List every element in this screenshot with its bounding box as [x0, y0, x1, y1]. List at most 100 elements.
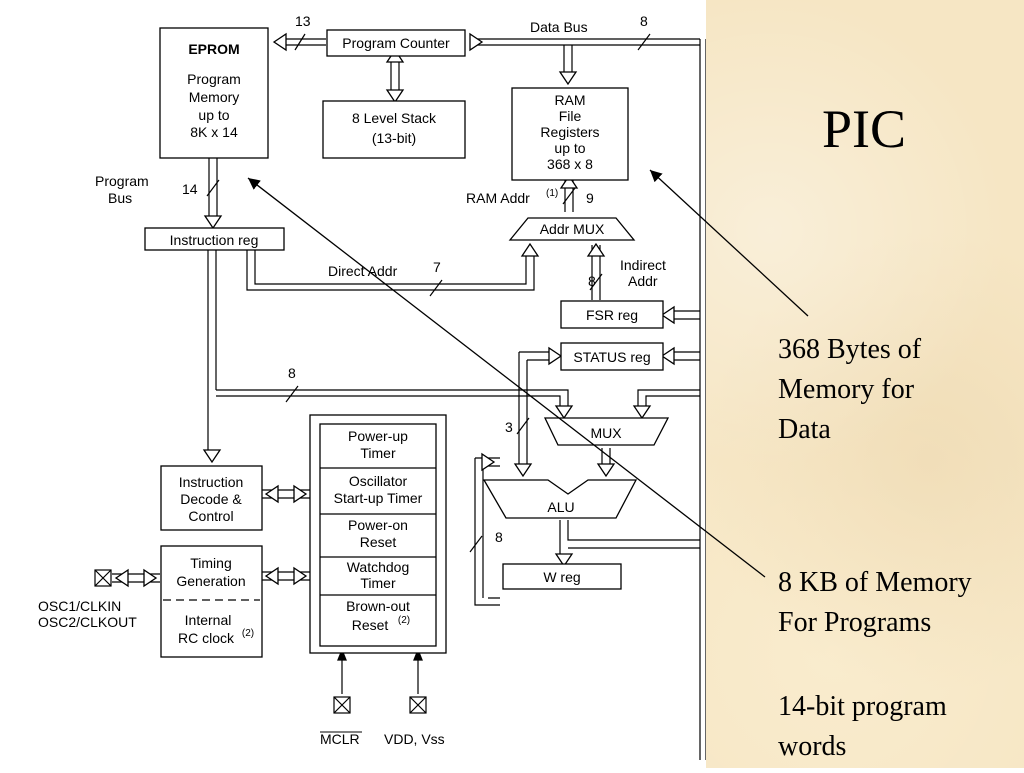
eprom-title: EPROM	[188, 41, 239, 57]
timer-line: Reset	[360, 534, 397, 550]
tick-w	[469, 535, 483, 553]
ram-addr-label: RAM Addr	[466, 190, 530, 206]
eprom-line: 8K x 14	[190, 124, 238, 140]
stack-line: 8 Level Stack	[352, 110, 437, 126]
addr-mux-label: Addr MUX	[540, 221, 605, 237]
timer-line: Power-up	[348, 428, 408, 444]
tick-data-bus	[637, 33, 651, 51]
program-counter-label: Program Counter	[342, 35, 450, 51]
note-data-memory: 368 Bytes of Memory for Data	[778, 334, 922, 445]
eprom-line: Memory	[189, 89, 240, 105]
pin-arrows	[337, 648, 423, 661]
arrow-vdd	[413, 648, 423, 661]
ir-to-decode	[207, 250, 217, 455]
arrow-ir	[203, 215, 223, 230]
arrow-decode	[202, 449, 222, 464]
arrow-pc	[469, 32, 484, 52]
ir-to-mux-bus	[216, 389, 569, 412]
timer-line: Brown-out	[346, 598, 410, 614]
ram-addr-width: 9	[586, 190, 594, 206]
program-bus-line	[208, 158, 218, 218]
pin-lines	[341, 655, 419, 694]
direct-addr-label: Direct Addr	[328, 263, 398, 279]
w-out	[488, 597, 500, 606]
timer-line: Watchdog	[347, 559, 410, 575]
arrow-status	[660, 346, 675, 366]
arrow-osc-right	[143, 568, 158, 588]
ram-line: File	[559, 108, 582, 124]
pc-stack-bus	[390, 56, 400, 96]
arrow-mclr	[337, 648, 347, 661]
timing-sup: (2)	[242, 628, 254, 639]
timer-line: Oscillator	[349, 473, 408, 489]
ram-box	[511, 87, 629, 181]
arrow-timing-left	[264, 566, 279, 586]
ir-mux-width: 8	[288, 365, 296, 381]
arrow-stack-down	[385, 89, 405, 104]
ram-line: up to	[554, 140, 585, 156]
arrow-status-in	[548, 346, 563, 366]
timing-line: Timing	[190, 555, 232, 571]
tick-program-bus	[206, 179, 220, 197]
program-bus-width: 14	[182, 181, 198, 197]
arrow-alu-a	[513, 463, 533, 478]
bus-to-ram	[563, 45, 573, 72]
arrow-alu-left	[481, 452, 496, 472]
arrow-mux-a	[554, 405, 574, 420]
osc-pin-label: OSC1/CLKIN	[38, 598, 121, 614]
note-program-memory: 8 KB of Memory For Programs	[778, 567, 972, 638]
timer-sup: (2)	[398, 615, 410, 626]
arrow-decode-left	[264, 484, 279, 504]
arrow-timers-right	[293, 484, 308, 504]
arrow-fsr	[660, 305, 675, 325]
eprom-box	[159, 27, 269, 159]
alu-label: ALU	[547, 499, 574, 515]
w-width: 8	[495, 529, 503, 545]
mux-label: MUX	[590, 425, 622, 441]
data-bus-label: Data Bus	[530, 19, 588, 35]
tick-pc	[294, 33, 306, 51]
data-bus-line	[472, 38, 700, 46]
timer-line: Power-on	[348, 517, 408, 533]
decode-box	[160, 465, 263, 531]
arrow-osc-left	[114, 568, 129, 588]
timer-line: Reset	[352, 617, 389, 633]
decode-line: Decode &	[180, 491, 242, 507]
pins	[94, 569, 427, 714]
arrow-addr-mux	[520, 242, 540, 257]
arrow-eprom	[272, 32, 287, 52]
eprom-line: up to	[198, 107, 229, 123]
direct-addr-width: 7	[433, 259, 441, 275]
program-bus-label: Program	[95, 173, 149, 189]
power-pins-label: VDD, Vss	[384, 731, 445, 747]
timing-box	[160, 545, 263, 658]
osc-pin-label: OSC2/CLKOUT	[38, 614, 137, 630]
timing-line: Generation	[176, 573, 245, 589]
ram-title: RAM	[554, 92, 585, 108]
arrow-indirect	[586, 242, 606, 257]
pc-to-eprom-bus	[285, 38, 326, 46]
osc-bus	[112, 573, 160, 583]
status-reg-label: STATUS reg	[573, 349, 650, 365]
fsr-reg-label: FSR reg	[586, 307, 638, 323]
status-width: 3	[505, 419, 513, 435]
program-bus-label: Bus	[108, 190, 132, 206]
indirect-addr-label: Indirect	[620, 257, 666, 273]
tick-ir-mux	[285, 385, 299, 403]
mclr-pin-x	[333, 696, 351, 714]
data-bus-width: 8	[640, 13, 648, 29]
stack-box	[322, 100, 466, 159]
osc-pin-x	[94, 569, 112, 587]
tick-direct	[429, 279, 443, 297]
arrow-alu-b	[596, 463, 616, 478]
instruction-reg-label: Instruction reg	[170, 232, 259, 248]
ram-line: Registers	[540, 124, 599, 140]
arrow-ram	[558, 71, 578, 86]
slide-title: PIC	[822, 99, 907, 159]
arrow-timing-right	[293, 566, 308, 586]
indirect-width: 8	[588, 273, 596, 289]
timing-internal-line: Internal	[185, 612, 232, 628]
alu-output-bus	[559, 520, 700, 560]
indirect-addr-label: Addr	[628, 273, 658, 289]
